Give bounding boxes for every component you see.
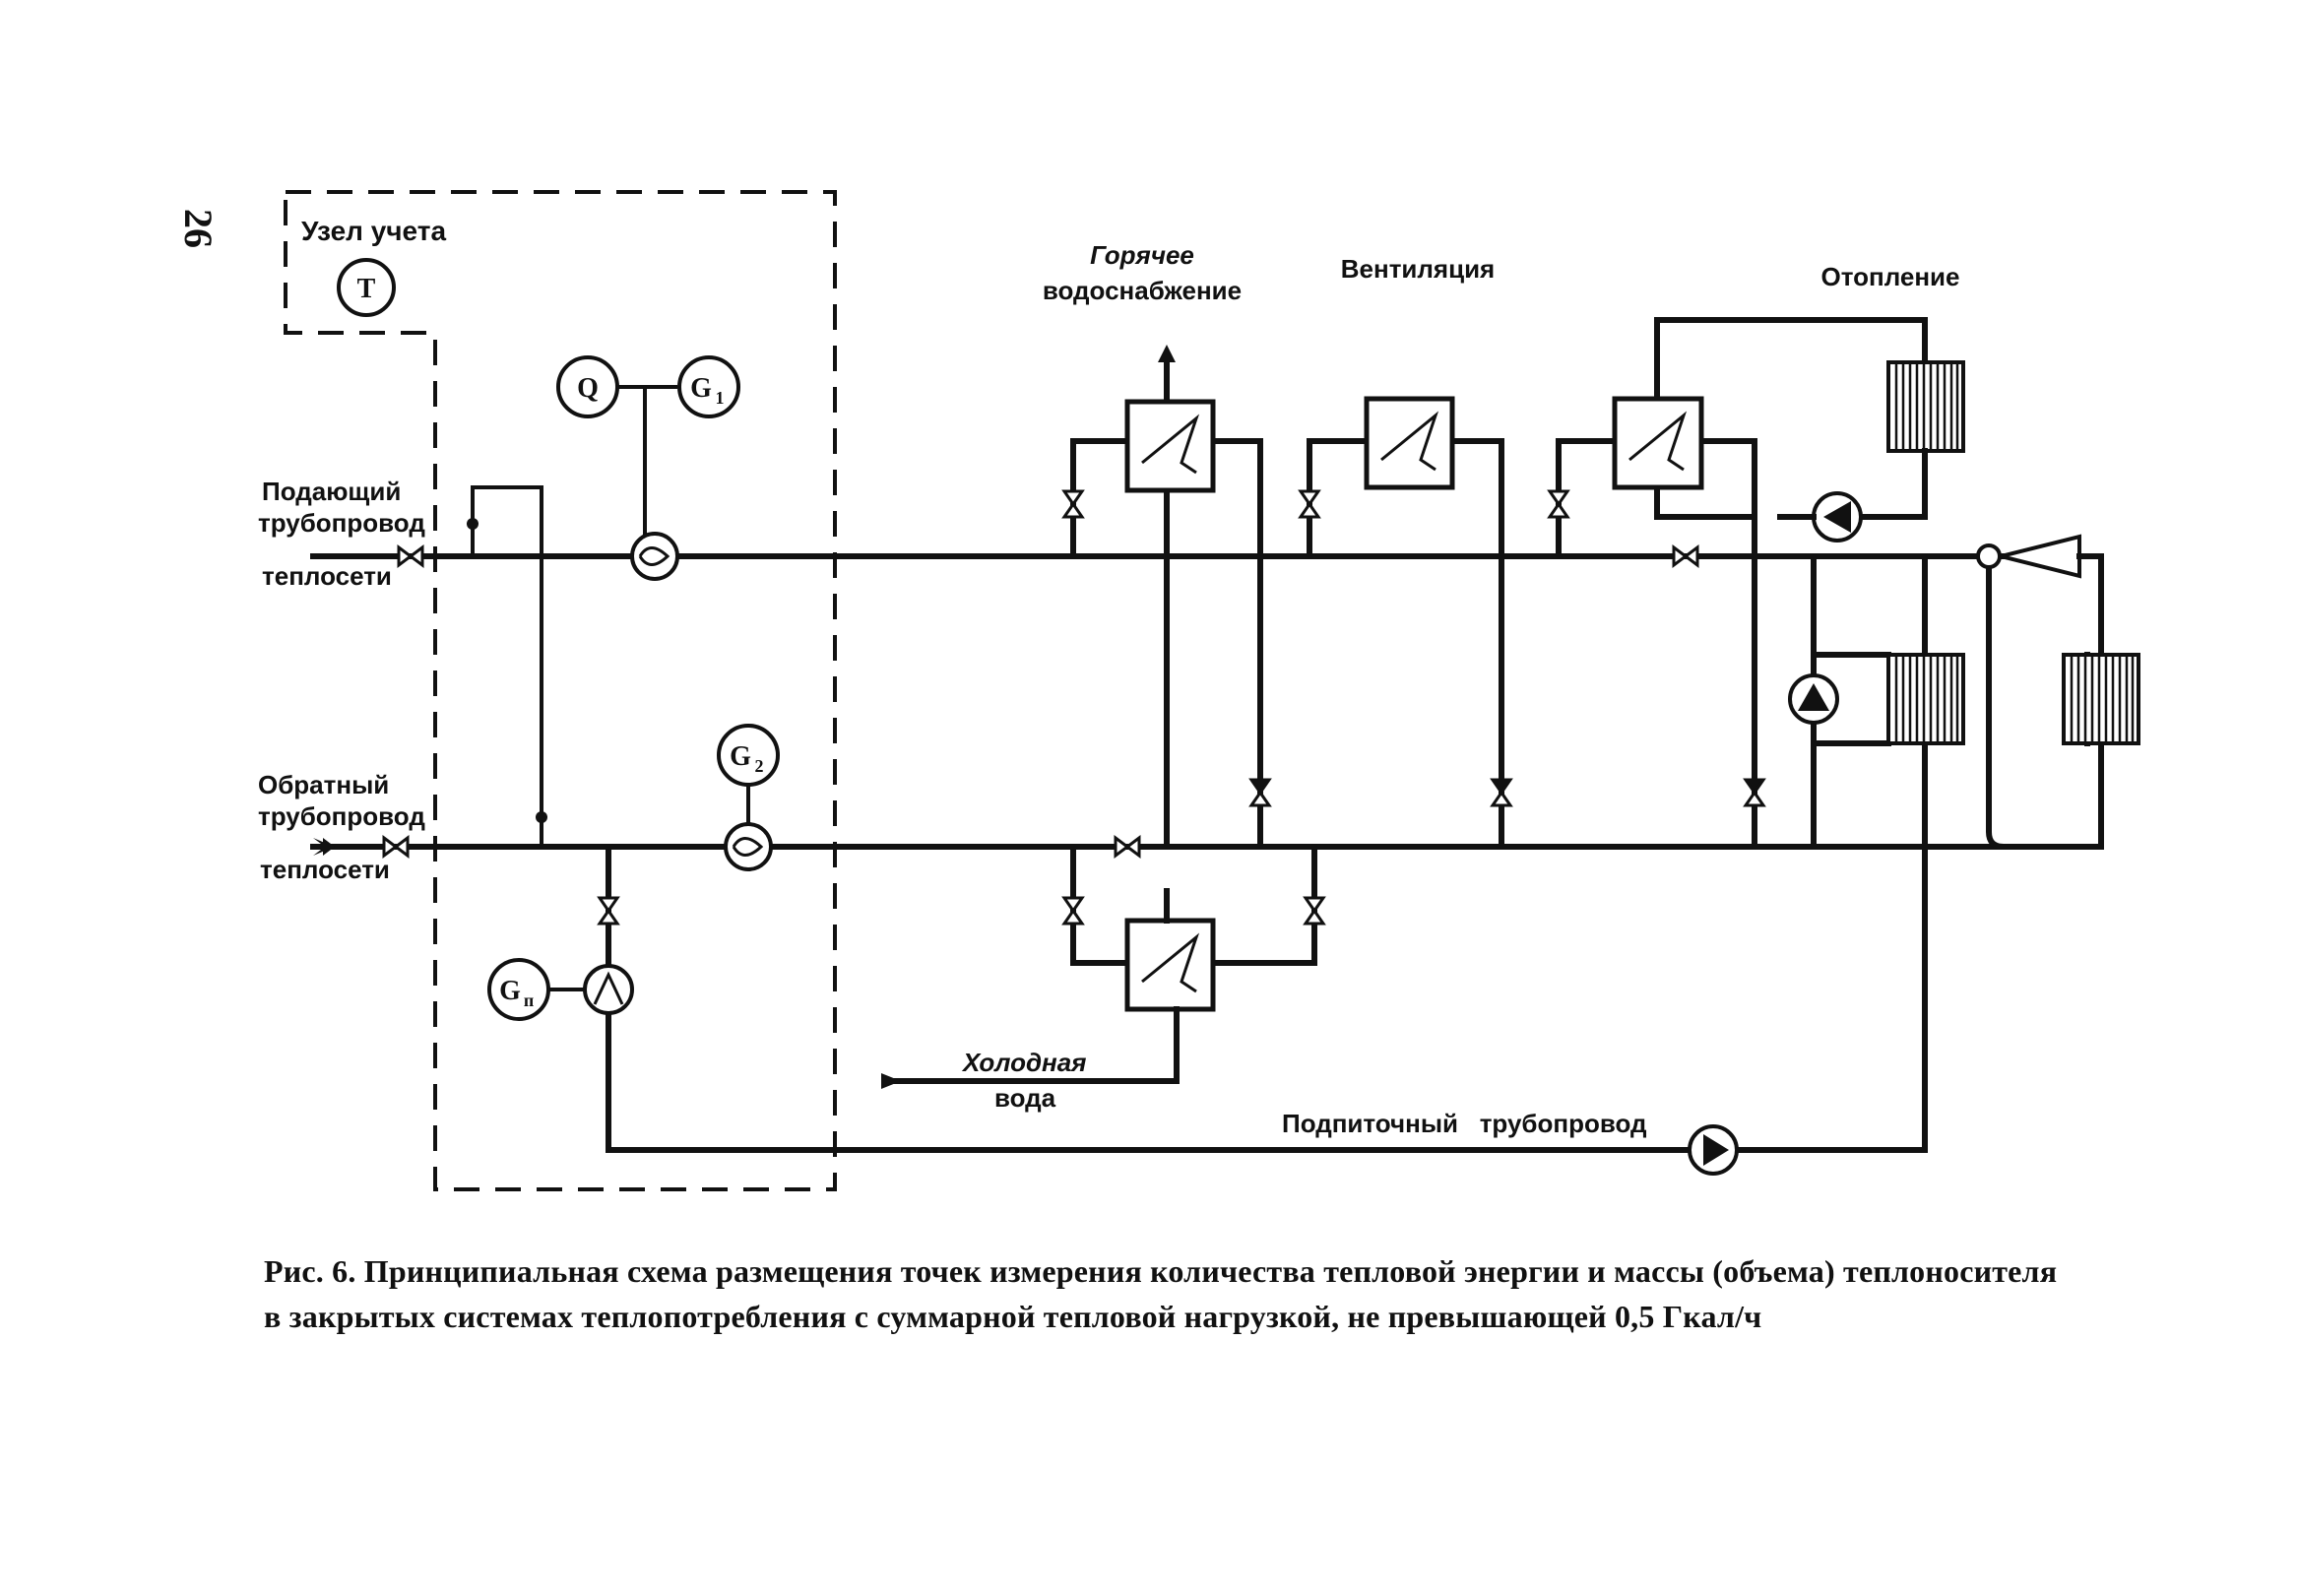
radiator-2-icon [1886, 653, 1965, 745]
return-arrow-icon [313, 838, 325, 856]
heat-calculator-q: Q [556, 355, 619, 418]
makeup-valve-icon [598, 896, 619, 926]
temperature-sensor: T [337, 258, 396, 317]
heating-circ-pump-icon [1812, 491, 1863, 543]
heating-heater [1612, 396, 1704, 490]
svg-text:G: G [690, 373, 712, 404]
return-line-valve-icon [1114, 836, 1141, 858]
flowmeter-g2: G 2 [717, 724, 780, 787]
impulse-line [471, 485, 543, 847]
makeup-flow-sensor-icon [583, 964, 634, 1015]
cold-water-in-arrow-icon [881, 1073, 901, 1089]
heating-return-valve-icon [1744, 778, 1765, 807]
return-label-3: теплосети [260, 855, 390, 884]
radiator-3-icon [2062, 653, 2140, 745]
ventilation-valve-icon [1299, 489, 1320, 519]
metering-unit-boundary [284, 190, 837, 1191]
supply-line-valve-icon [1672, 545, 1699, 567]
cold-water-label-1: Холодная [961, 1048, 1087, 1077]
supply-label-3: теплосети [262, 561, 392, 591]
supply-flow-sensor-icon [630, 532, 679, 581]
flowmeter-gp: G п [487, 958, 550, 1021]
preheater-valve-right-icon [1304, 896, 1325, 926]
preheater-valve-left-icon [1062, 896, 1084, 926]
ventilation-label: Вентиляция [1341, 254, 1495, 284]
svg-text:п: п [524, 990, 534, 1010]
caption-line-2: в закрытых системах теплопотребления с с… [264, 1299, 1762, 1334]
supply-label-2: трубопровод [258, 508, 425, 538]
elevator-nozzle-icon [1976, 543, 2002, 569]
ventilation-heater [1364, 396, 1455, 490]
supply-label-1: Подающий [262, 477, 401, 506]
caption-line-1: Рис. 6. Принципиальная схема размещения … [264, 1253, 2058, 1289]
return-label-2: трубопровод [258, 801, 425, 831]
return-outlet-valve-icon [382, 836, 410, 858]
dhw-valve-icon [1062, 489, 1084, 519]
hot-water-label-1: Горячее [1090, 240, 1194, 270]
svg-text:G: G [499, 976, 521, 1006]
heating-valve-icon [1548, 489, 1569, 519]
dhw-heater-bottom [1124, 918, 1216, 1012]
figure-caption: Рис. 6. Принципиальная схема размещения … [264, 1248, 2194, 1339]
elevator-icon [2000, 534, 2081, 579]
ventilation-return-valve-icon [1491, 778, 1512, 807]
return-flow-sensor-icon [724, 822, 773, 871]
return-label-1: Обратный [258, 770, 389, 799]
svg-text:2: 2 [755, 756, 764, 776]
hot-water-out-arrow-icon [1158, 345, 1176, 362]
supply-inlet-valve-icon [397, 545, 424, 567]
flowmeter-g1: G 1 [677, 355, 740, 418]
hot-water-label-2: водоснабжение [1043, 276, 1242, 305]
heating-label: Отопление [1821, 262, 1960, 291]
metering-unit-title: Узел учета [301, 216, 446, 246]
svg-text:Q: Q [577, 373, 599, 404]
cold-water-label-2: вода [994, 1083, 1056, 1113]
svg-text:1: 1 [716, 388, 725, 408]
radiator-icon [1886, 360, 1965, 453]
page-number: 26 [176, 209, 221, 248]
dhw-return-valve-icon [1249, 778, 1271, 807]
makeup-line [606, 844, 1928, 1153]
svg-text:T: T [357, 274, 376, 304]
makeup-pump-icon [1688, 1124, 1739, 1176]
dhw-heater-top [1124, 399, 1216, 493]
return-out-arrow-icon [323, 838, 335, 856]
heating-pump-icon [1788, 673, 1839, 725]
svg-text:G: G [730, 741, 751, 772]
makeup-pipe-label: Подпиточный трубопровод [1282, 1109, 1647, 1138]
